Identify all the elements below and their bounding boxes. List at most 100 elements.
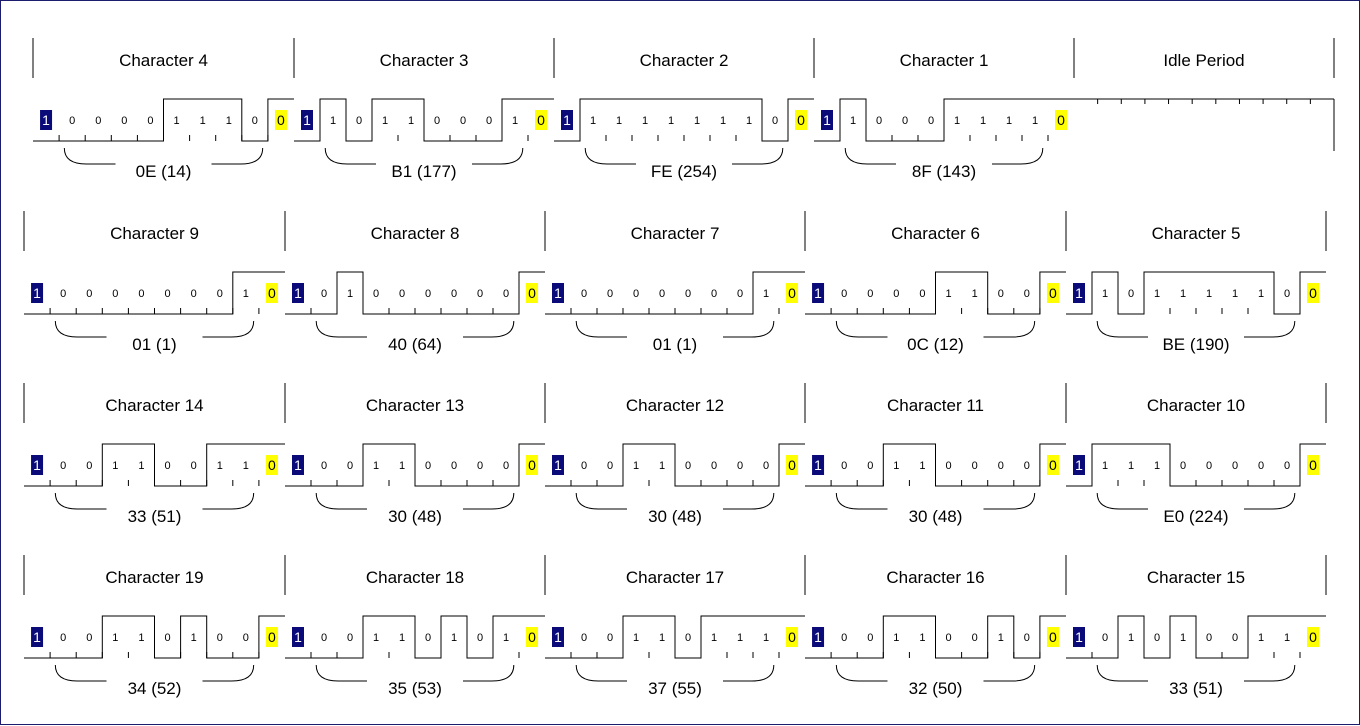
signal-waveform — [285, 271, 545, 315]
data-bit-label: 1 — [112, 460, 118, 472]
signal-waveform — [814, 98, 1074, 142]
data-bit-label: 1 — [243, 460, 249, 472]
data-bit-label: 1 — [1258, 288, 1264, 300]
stop-bit-label: 0 — [268, 629, 276, 645]
data-bit-label: 1 — [1128, 632, 1134, 644]
character-title: Character 18 — [366, 568, 464, 587]
character-value-label: 37 (55) — [648, 679, 702, 698]
value-brace-left — [575, 664, 627, 682]
data-bit-label: 0 — [711, 460, 717, 472]
data-bit-label: 1 — [1206, 288, 1212, 300]
stop-bit-box — [786, 455, 798, 475]
data-bit-label: 0 — [217, 288, 223, 300]
data-bit-label: 1 — [711, 632, 717, 644]
start-bit-label: 1 — [554, 457, 562, 473]
data-bit-label: 1 — [954, 115, 960, 127]
signal-waveform — [285, 615, 545, 659]
data-bit-label: 0 — [1154, 632, 1160, 644]
character-value-label: B1 (177) — [391, 162, 456, 181]
data-bit-label: 1 — [720, 115, 726, 127]
data-bit-label: 0 — [164, 632, 170, 644]
stop-bit-label: 0 — [1309, 457, 1317, 473]
stop-bit-box — [1046, 627, 1059, 647]
data-bit-label: 0 — [1024, 460, 1030, 472]
data-bit-label: 0 — [581, 632, 587, 644]
data-bit-label: 0 — [347, 460, 353, 472]
data-bit-label: 0 — [399, 288, 405, 300]
data-bit-label: 0 — [356, 115, 362, 127]
signal-waveform — [805, 271, 1066, 315]
stop-bit-box — [1307, 455, 1319, 475]
data-bit-label: 0 — [86, 632, 92, 644]
data-bit-label: 0 — [772, 115, 778, 127]
data-bit-label: 1 — [512, 115, 518, 127]
character-title: Character 9 — [110, 224, 199, 243]
character-value-label: 01 (1) — [653, 335, 697, 354]
character-value-label: 30 (48) — [909, 507, 963, 526]
stop-bit-label: 0 — [277, 112, 285, 128]
data-bit-label: 0 — [607, 460, 613, 472]
data-bit-label: 0 — [1284, 288, 1290, 300]
signal-waveform — [805, 615, 1066, 659]
start-bit-label: 1 — [814, 457, 822, 473]
data-bit-label: 0 — [121, 115, 127, 127]
stop-bit-box — [1307, 283, 1319, 303]
start-bit-box — [552, 455, 564, 475]
signal-waveform — [24, 443, 285, 487]
value-brace-left — [54, 320, 107, 338]
data-bit-label: 1 — [1032, 115, 1038, 127]
character-title: Character 11 — [887, 396, 984, 415]
start-bit-label: 1 — [294, 457, 302, 473]
data-bit-label: 0 — [86, 288, 92, 300]
data-bit-label: 1 — [408, 115, 414, 127]
data-bit-label: 0 — [841, 460, 847, 472]
data-bit-label: 0 — [69, 115, 75, 127]
character-value-label: 34 (52) — [128, 679, 182, 698]
data-bit-label: 0 — [460, 115, 466, 127]
value-brace-left — [54, 664, 107, 682]
character-value-label: 32 (50) — [909, 679, 963, 698]
data-bit-label: 0 — [607, 288, 613, 300]
value-brace-right — [463, 664, 515, 682]
data-bit-label: 1 — [1102, 460, 1108, 472]
start-bit-label: 1 — [33, 457, 41, 473]
data-bit-label: 1 — [1180, 632, 1186, 644]
signal-waveform — [1066, 271, 1326, 315]
data-bit-label: 0 — [503, 460, 509, 472]
data-bit-label: 1 — [399, 460, 405, 472]
data-bit-label: 1 — [1128, 460, 1134, 472]
character-title: Character 10 — [1147, 396, 1245, 415]
character-value-label: FE (254) — [651, 162, 717, 181]
data-bit-label: 1 — [616, 115, 622, 127]
character-title: Character 7 — [631, 224, 720, 243]
stop-bit-label: 0 — [788, 629, 796, 645]
data-bit-label: 1 — [191, 632, 197, 644]
signal-waveform — [1066, 615, 1326, 659]
value-brace-right — [1244, 320, 1296, 338]
value-brace-right — [992, 147, 1044, 165]
stop-bit-label: 0 — [1309, 629, 1317, 645]
data-bit-label: 1 — [138, 460, 144, 472]
start-bit-label: 1 — [294, 285, 302, 301]
stop-bit-label: 0 — [797, 112, 805, 128]
character-title: Character 12 — [626, 396, 724, 415]
start-bit-label: 1 — [1075, 629, 1083, 645]
stop-bit-box — [526, 627, 538, 647]
character-title: Character 2 — [640, 51, 729, 70]
data-bit-label: 1 — [217, 460, 223, 472]
value-brace-right — [1244, 492, 1296, 510]
character-value-label: 0C (12) — [907, 335, 964, 354]
start-bit-label: 1 — [1075, 457, 1083, 473]
data-bit-label: 0 — [876, 115, 882, 127]
start-bit-box — [31, 455, 44, 475]
data-bit-label: 0 — [1284, 460, 1290, 472]
data-bit-label: 0 — [841, 632, 847, 644]
start-bit-box — [1073, 283, 1085, 303]
stop-bit-box — [526, 455, 538, 475]
data-bit-label: 0 — [347, 632, 353, 644]
